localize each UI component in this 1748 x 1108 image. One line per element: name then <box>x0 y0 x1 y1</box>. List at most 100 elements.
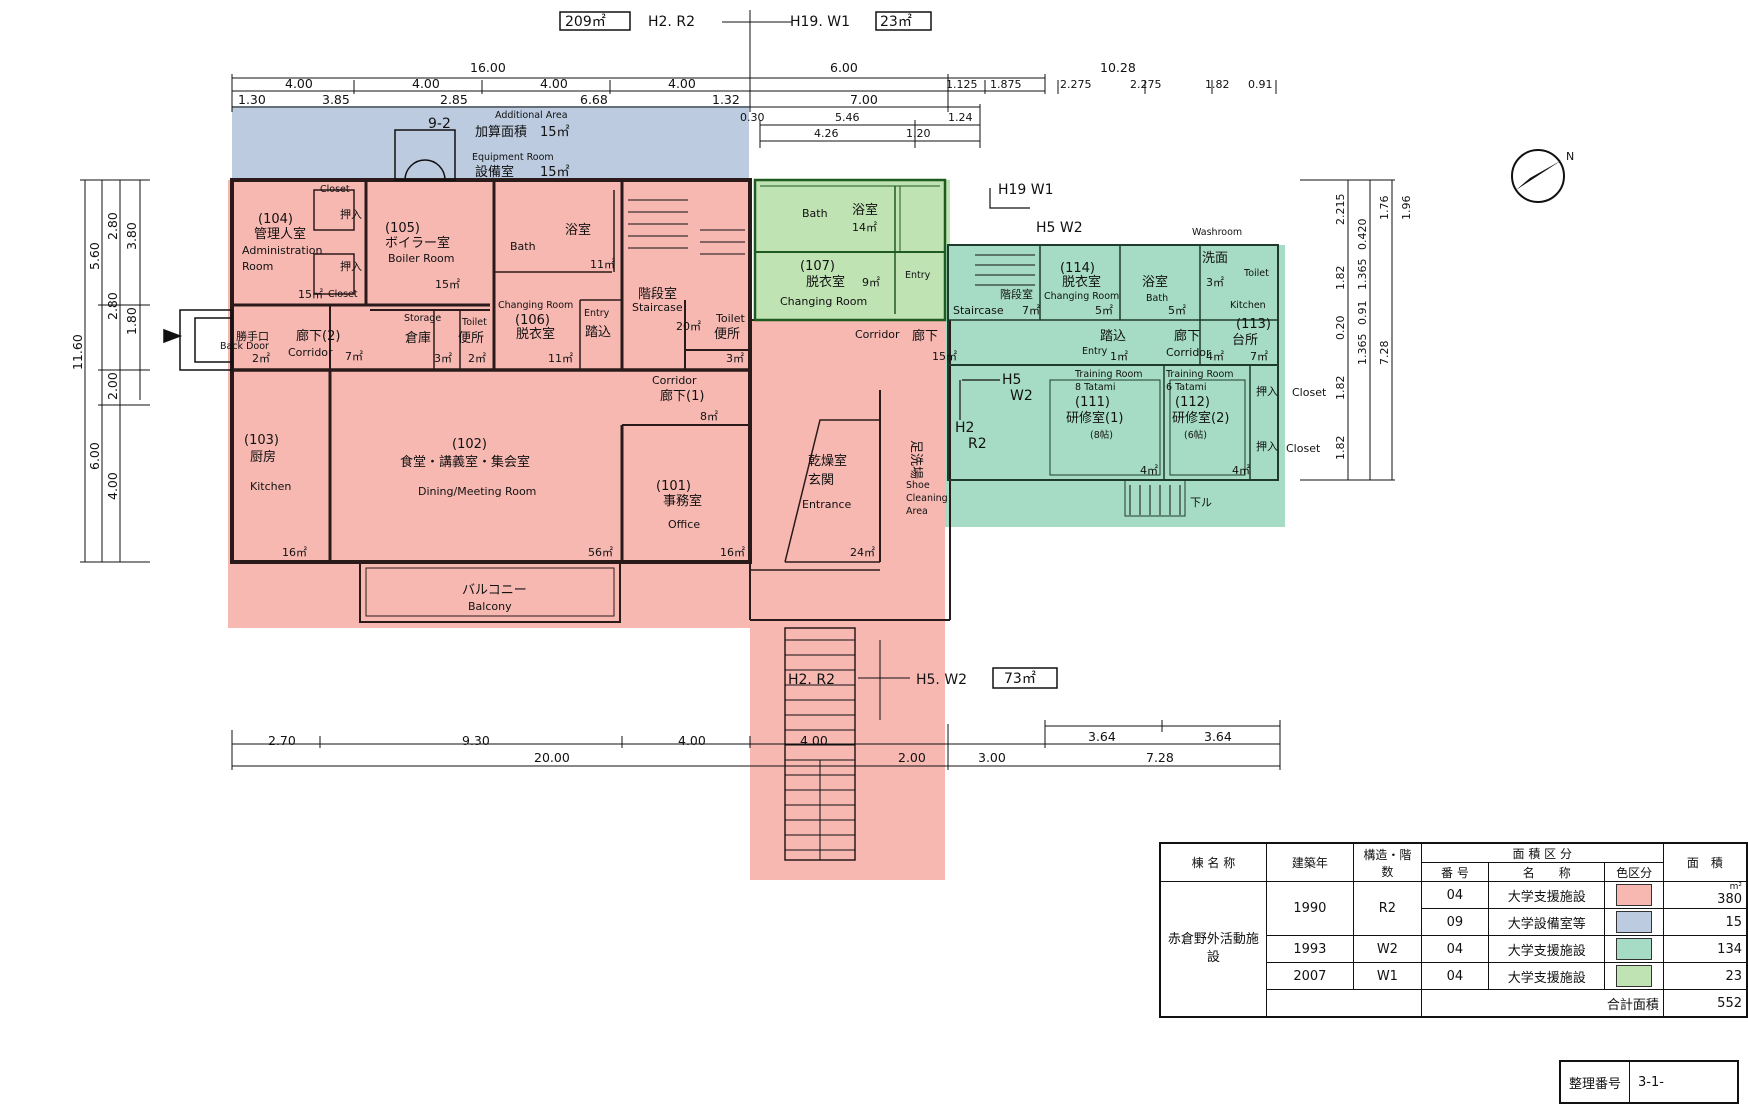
washroom-area: 3㎡ <box>1206 276 1224 289</box>
zone-corridor <box>750 320 945 628</box>
legend-row3-color <box>1604 962 1664 990</box>
top-dimensions <box>231 10 1277 148</box>
legend-row1-color <box>1604 908 1664 936</box>
right-dimensions <box>1300 179 1395 481</box>
r114-en: Changing Room <box>1044 291 1119 302</box>
r105-no: (105) <box>385 221 420 236</box>
bath2-area: 14㎡ <box>852 221 877 234</box>
dim-top-5-46: 5.46 <box>835 111 860 124</box>
r112-sub: (6帖) <box>1184 429 1207 441</box>
r104-en1: Administration <box>242 244 323 257</box>
r111-sub: (8帖) <box>1090 429 1113 441</box>
r105-area: 15㎡ <box>435 278 460 291</box>
dim-bot-9-30: 9.30 <box>462 733 490 748</box>
main-building-walls <box>230 178 752 623</box>
stair2-en: Staircase <box>953 304 1004 317</box>
dim-left-11-60: 11.60 <box>70 334 85 370</box>
dim-bot-4-00-a: 4.00 <box>678 733 706 748</box>
r112-jp: 研修室(2) <box>1172 410 1229 426</box>
dim-left-6-00: 6.00 <box>87 442 102 470</box>
r107-area: 9㎡ <box>862 276 880 289</box>
corr3-area: 15㎡ <box>932 350 957 363</box>
reference-value: 3-1- <box>1638 1074 1664 1090</box>
legend-row0-structure: R2 <box>1353 881 1422 936</box>
legend-row2-structure: W2 <box>1353 935 1422 963</box>
stair1-jp: 階段室 <box>638 286 677 302</box>
dim-bot-2-00: 2.00 <box>898 750 926 765</box>
r114-area: 5㎡ <box>1095 304 1113 317</box>
dim-bot-4-00-b: 4.00 <box>800 733 828 748</box>
legend-header-name: 名 称 <box>1488 862 1606 882</box>
dim-bot-3-00: 3.00 <box>978 750 1006 765</box>
legend-total-label: 合計面積 <box>1420 989 1664 1018</box>
balcony-jp: バルコニー <box>462 583 527 598</box>
header-right-code: H19. W1 <box>790 14 850 30</box>
closet-a: Closet <box>320 184 350 195</box>
entry2-en: Entry <box>905 270 931 281</box>
dim-left-1-80: 1.80 <box>124 307 139 335</box>
dim-top-4-c: 4.00 <box>540 76 568 91</box>
dim-top-2-275-a: 2.275 <box>1060 78 1092 91</box>
legend-header-building: 棟 名 称 <box>1159 842 1267 882</box>
dim-right-0-20: 0.20 <box>1334 316 1347 341</box>
color-swatch-2 <box>1616 938 1653 960</box>
back-door-steps <box>163 309 233 371</box>
legend-header-color: 色区分 <box>1604 862 1664 882</box>
dim-top-16: 16.00 <box>470 60 506 75</box>
toilet1-en: Toilet <box>461 317 487 328</box>
bath1-en: Bath <box>510 240 536 253</box>
annex-2007-walls <box>753 178 947 322</box>
header-markers: 209㎡ H2. R2 H19. W1 23㎡ <box>559 11 932 31</box>
r111-en2: 8 Tatami <box>1075 382 1116 393</box>
dim-top-4-a: 4.00 <box>285 76 313 91</box>
corr2-en: Corridor <box>288 346 333 359</box>
closet-b-jp: 押入 <box>340 259 362 273</box>
dim-left-5-60: 5.60 <box>87 242 102 270</box>
annex-staircase-icon <box>975 254 1181 515</box>
legend-header-number: 番 号 <box>1420 862 1490 882</box>
top-dimension-labels: 16.00 6.00 10.28 4.00 4.00 4.00 4.00 1.1… <box>238 60 1273 140</box>
toilet3-en: Toilet <box>1243 268 1269 279</box>
r101-jp: 事務室 <box>663 493 702 509</box>
legend-row3-structure: W1 <box>1353 962 1422 990</box>
dim-top-4-26: 4.26 <box>814 127 839 140</box>
dim-right-1-365-b: 1.365 <box>1356 334 1369 366</box>
legend-row0-area: m² 380 <box>1662 881 1748 909</box>
corr4-en: Corridor <box>1166 346 1211 359</box>
area-legend-table: 棟 名 称 建築年 構造・階数 面 積 区 分 面 積 番 号 名 称 色区分 … <box>1159 842 1748 1018</box>
r107-jp: 脱衣室 <box>806 274 845 290</box>
toilet2-jp: 便所 <box>714 327 740 342</box>
addl-jp: 加算面積 15㎡ <box>475 125 570 140</box>
bath3-area: 5㎡ <box>1168 304 1186 317</box>
marker-h2: H2 <box>955 420 974 436</box>
r103-en: Kitchen <box>250 480 291 493</box>
corr1-jp: 廊下(1) <box>660 388 704 404</box>
closet-c-jp: 押入 <box>1256 384 1278 398</box>
r112-no: (112) <box>1175 395 1210 410</box>
marker-h5w2-top: H5 W2 <box>1036 220 1083 236</box>
stair2-area: 7㎡ <box>1022 304 1040 317</box>
closet-b: Closet <box>328 289 358 300</box>
legend-row2-color <box>1604 935 1664 963</box>
south-staircase-icon <box>785 639 855 860</box>
legend-total-value: 552 <box>1662 989 1748 1018</box>
dim-bot-7-28: 7.28 <box>1146 750 1174 765</box>
toilet2-en: Toilet <box>715 312 745 325</box>
r106-area: 11㎡ <box>548 352 573 365</box>
legend-row3-area: 23 <box>1662 962 1748 990</box>
annex-1993-walls <box>947 244 1279 517</box>
dim-right-2-215: 2.215 <box>1334 194 1347 226</box>
zone-annex-2007 <box>755 180 950 320</box>
corr4-jp: 廊下 <box>1174 328 1200 344</box>
dim-left-4-00: 4.00 <box>105 472 120 500</box>
legend-row3-year: 2007 <box>1265 962 1355 990</box>
r106-no: (106) <box>515 313 550 328</box>
legend-row1-number: 09 <box>1420 908 1490 936</box>
legend-row2-name: 大学支援施設 <box>1488 935 1606 963</box>
dim-right-1-82-a: 1.82 <box>1334 266 1347 291</box>
bath2-en: Bath <box>802 207 828 220</box>
bath3-jp: 浴室 <box>1142 274 1168 290</box>
washroom-en: Washroom <box>1192 227 1242 238</box>
r107-en: Changing Room <box>780 295 867 308</box>
